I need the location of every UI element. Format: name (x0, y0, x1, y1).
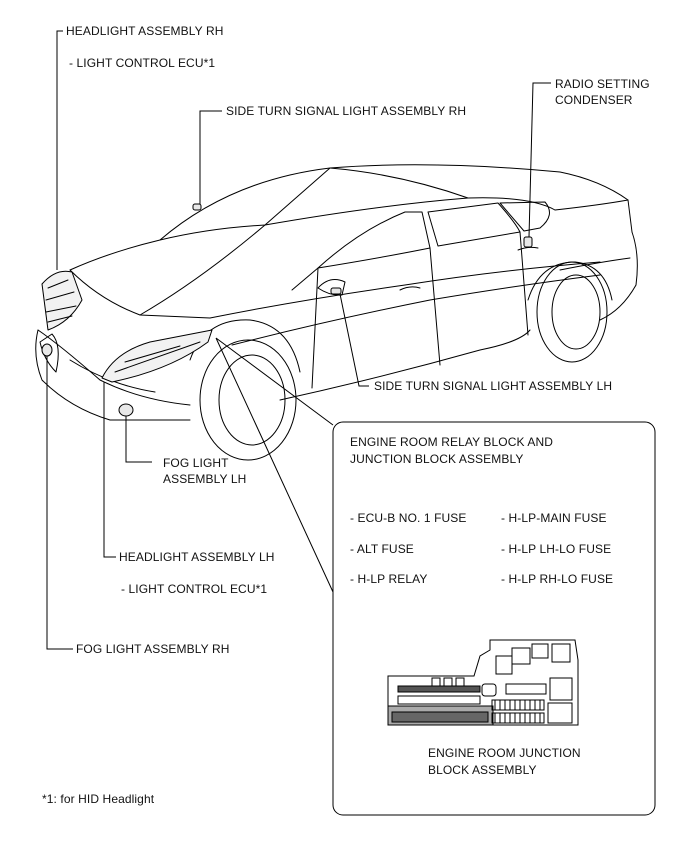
label-side-turn-rh: SIDE TURN SIGNAL LIGHT ASSEMBLY RH (226, 104, 467, 118)
callout-wedge (215, 337, 334, 593)
radio-condenser-part (523, 236, 533, 248)
car-side-window (317, 211, 431, 269)
item-h-lp-rh-lo-fuse: - H-LP RH-LO FUSE (501, 572, 614, 586)
side-turn-rh-lamp (192, 203, 202, 211)
headlight-lh (101, 329, 213, 383)
item-h-lp-relay: - H-LP RELAY (350, 572, 428, 586)
car-roof (159, 164, 633, 241)
leader-side-turn-rh (199, 110, 222, 204)
label-headlight-rh-ecu: - LIGHT CONTROL ECU*1 (69, 56, 216, 70)
leader-headlight-lh (103, 382, 116, 558)
leader-fog-lh (125, 416, 152, 463)
car-hood (69, 239, 161, 271)
label-fog-rh: FOG LIGHT ASSEMBLY RH (76, 642, 230, 656)
fog-light-rh (41, 343, 53, 357)
side-mirror (317, 279, 346, 296)
leader-fog-rh (46, 356, 73, 650)
label-headlight-lh-ecu: - LIGHT CONTROL ECU*1 (121, 582, 268, 596)
front-bumper (37, 329, 191, 406)
car-windshield (159, 167, 331, 241)
item-h-lp-main-fuse: - H-LP-MAIN FUSE (501, 511, 607, 525)
junction-box-title: ENGINE ROOM RELAY BLOCK AND JUNCTION BLO… (350, 435, 553, 466)
rear-wheel (536, 261, 608, 363)
label-headlight-lh: HEADLIGHT ASSEMBLY LH (119, 550, 275, 564)
label-headlight-rh: HEADLIGHT ASSEMBLY RH (66, 24, 224, 38)
leader-radio (528, 82, 551, 238)
leader-side-turn-lh (339, 293, 369, 387)
label-junction-block: ENGINE ROOM JUNCTION BLOCK ASSEMBLY (428, 746, 581, 777)
fog-light-lh (118, 403, 134, 417)
label-side-turn-lh: SIDE TURN SIGNAL LIGHT ASSEMBLY LH (374, 379, 613, 393)
item-h-lp-lh-lo-fuse: - H-LP LH-LO FUSE (501, 542, 612, 556)
junction-block-drawing (387, 639, 579, 726)
label-radio-condenser: RADIO SETTING CONDENSER (555, 77, 650, 107)
headlight-rh (41, 270, 83, 331)
item-ecu-b-fuse: - ECU-B NO. 1 FUSE (350, 511, 467, 525)
label-fog-lh: FOG LIGHT ASSEMBLY LH (163, 456, 247, 486)
car-body-side (209, 261, 601, 319)
car-trunk (554, 199, 629, 211)
leader-headlight-rh (56, 30, 63, 270)
side-turn-lh-lamp (330, 287, 342, 295)
front-wheel (199, 339, 297, 461)
footnote: *1: for HID Headlight (42, 792, 155, 806)
item-alt-fuse: - ALT FUSE (350, 542, 414, 556)
